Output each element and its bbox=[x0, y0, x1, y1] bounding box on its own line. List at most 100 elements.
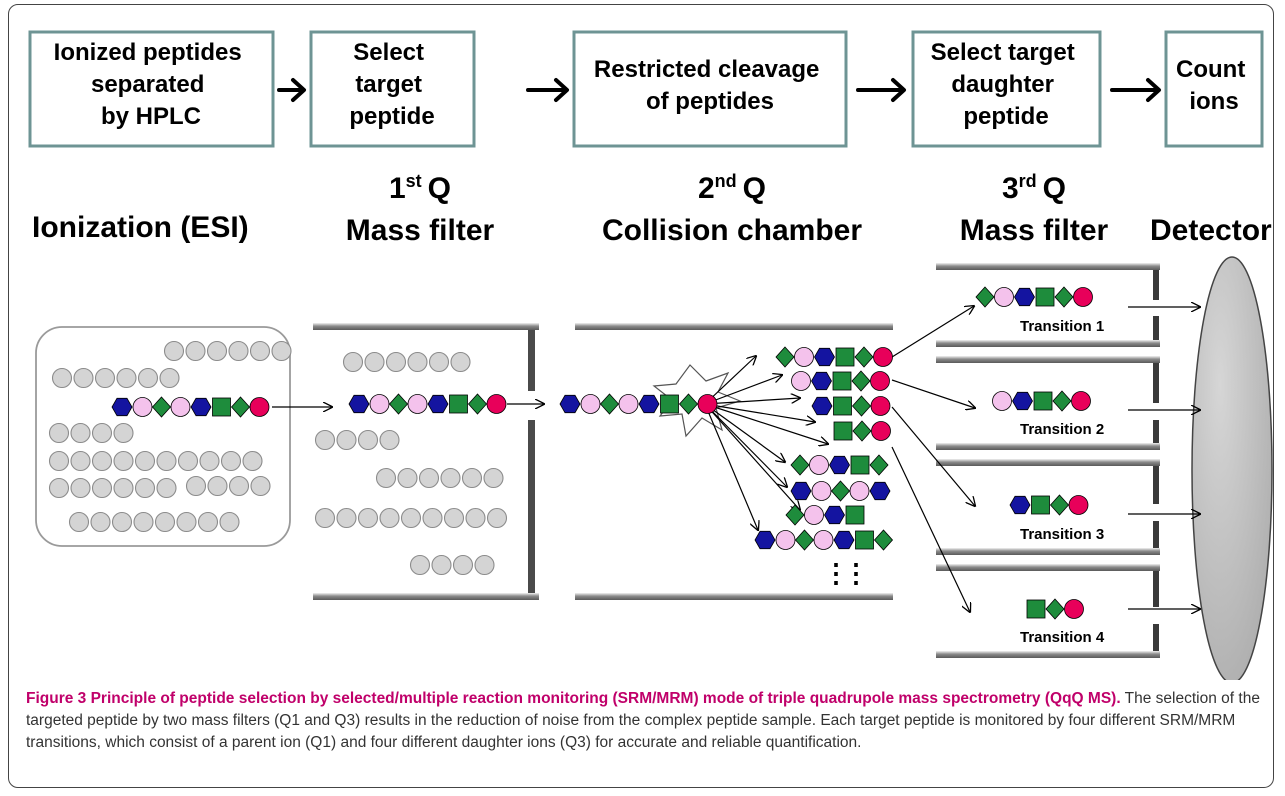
diamond-residue bbox=[794, 529, 815, 551]
peptide-bead bbox=[336, 429, 357, 451]
diamond-residue bbox=[873, 529, 894, 551]
peptide-bead bbox=[133, 511, 154, 533]
diamond-residue bbox=[975, 286, 995, 308]
peptide-bead bbox=[156, 450, 177, 472]
step-daughter-line3: peptide bbox=[963, 103, 1048, 130]
peptide-bead bbox=[134, 450, 156, 472]
peptide-bead bbox=[73, 367, 94, 389]
q1-role-header: Mass filter bbox=[346, 214, 495, 247]
square-residue bbox=[1031, 495, 1050, 515]
q1-bead-row bbox=[342, 351, 471, 373]
q1-bead-row bbox=[314, 429, 400, 451]
esi-target-peptide bbox=[111, 396, 270, 418]
q2-rod-bottom bbox=[575, 593, 893, 600]
peptide-bead bbox=[91, 477, 113, 499]
q3-channels bbox=[936, 263, 1160, 658]
pink-circle-residue bbox=[813, 530, 834, 550]
fragment-2 bbox=[791, 370, 890, 392]
hexagon-residue bbox=[869, 481, 891, 501]
step-cleavage-line2: of peptides bbox=[646, 88, 774, 115]
peptide-bead bbox=[220, 450, 242, 472]
q1-exit-wall-upper bbox=[528, 330, 535, 391]
square-residue bbox=[845, 505, 865, 525]
fragment-3 bbox=[811, 395, 891, 417]
peptide-bead bbox=[461, 467, 483, 489]
step-box-hplc: Ionized peptides separated by HPLC bbox=[28, 30, 275, 148]
flow-arrow-2 bbox=[526, 78, 569, 102]
peptide-bead bbox=[48, 422, 70, 444]
detector-ellipse bbox=[1191, 256, 1273, 680]
peptide-bead bbox=[314, 507, 336, 529]
q3-role-header: Mass filter bbox=[960, 214, 1109, 247]
q1-ordinal: 1 bbox=[389, 172, 406, 205]
pink-circle-residue bbox=[849, 481, 870, 501]
peptide-bead bbox=[113, 422, 134, 444]
esi-bead-row bbox=[51, 367, 180, 389]
q1-rod-top bbox=[313, 323, 539, 330]
step-select-line2: target bbox=[355, 71, 422, 98]
peptide-bead bbox=[440, 467, 461, 489]
fragment-1 bbox=[775, 346, 893, 368]
pink-circle-residue bbox=[791, 371, 811, 391]
peptide-bead bbox=[207, 475, 228, 497]
peptide-bead bbox=[400, 507, 422, 529]
peptide-bead bbox=[51, 367, 73, 389]
peptide-bead bbox=[271, 340, 292, 362]
peptide-bead bbox=[314, 429, 336, 451]
background-peptide-beads bbox=[48, 340, 508, 576]
q3-ordinal: 3 bbox=[1002, 172, 1019, 205]
hexagon-residue bbox=[790, 481, 812, 501]
peptide-bead bbox=[249, 340, 271, 362]
red-circle-residue bbox=[871, 421, 891, 441]
flow-arrow-4 bbox=[1110, 78, 1161, 102]
square-residue bbox=[1026, 599, 1046, 619]
step-box-count-ions: Count ions bbox=[1164, 30, 1264, 148]
continuation-marker: ⋮⋮ bbox=[823, 558, 863, 588]
esi-bead-row bbox=[48, 450, 263, 472]
hexagon-residue bbox=[833, 530, 855, 550]
square-residue bbox=[212, 397, 231, 417]
peptide-bead bbox=[379, 429, 400, 451]
red-circle-residue bbox=[1068, 495, 1089, 515]
peptide-bead bbox=[443, 507, 465, 529]
transition-2-ion bbox=[992, 390, 1091, 412]
square-residue bbox=[850, 455, 870, 475]
peptide-bead bbox=[219, 511, 240, 533]
step-box-select-daughter: Select target daughter peptide bbox=[911, 30, 1102, 148]
peptide-bead bbox=[450, 351, 471, 373]
hexagon-residue bbox=[754, 530, 776, 550]
peptide-bead bbox=[113, 477, 134, 499]
hexagon-residue bbox=[111, 397, 133, 417]
diamond-residue bbox=[852, 420, 872, 442]
hexagon-residue bbox=[190, 397, 212, 417]
diamond-residue bbox=[599, 393, 620, 415]
diamond-residue bbox=[678, 393, 699, 415]
detector-header: Detector bbox=[1150, 214, 1272, 247]
q1-rod-bottom bbox=[313, 593, 539, 600]
peptide-bead bbox=[176, 511, 197, 533]
step-daughter-line1: Select target bbox=[931, 39, 1075, 66]
figure-caption: Figure 3 Principle of peptide selection … bbox=[26, 688, 1261, 754]
hexagon-residue bbox=[427, 394, 449, 414]
esi-bead-row bbox=[163, 340, 292, 362]
peptide-bead bbox=[134, 477, 156, 499]
diamond-residue bbox=[869, 454, 889, 476]
pink-circle-residue bbox=[170, 397, 191, 417]
diamond-residue bbox=[790, 454, 810, 476]
esi-bead-row bbox=[68, 511, 240, 533]
peptide-bead bbox=[70, 450, 91, 472]
red-circle-residue bbox=[1073, 287, 1093, 307]
esi-bead-row bbox=[185, 475, 271, 497]
peptide-bead bbox=[116, 367, 137, 389]
peptide-bead bbox=[228, 340, 249, 362]
hexagon-residue bbox=[638, 394, 660, 414]
q2-sup: nd bbox=[715, 171, 737, 191]
peptide-bead bbox=[154, 511, 176, 533]
svg-text:Ionized peptides sep: Ionized peptides separated by HPLC bbox=[54, 39, 249, 130]
q2-target-peptide bbox=[559, 393, 718, 415]
diamond-residue bbox=[1054, 286, 1074, 308]
